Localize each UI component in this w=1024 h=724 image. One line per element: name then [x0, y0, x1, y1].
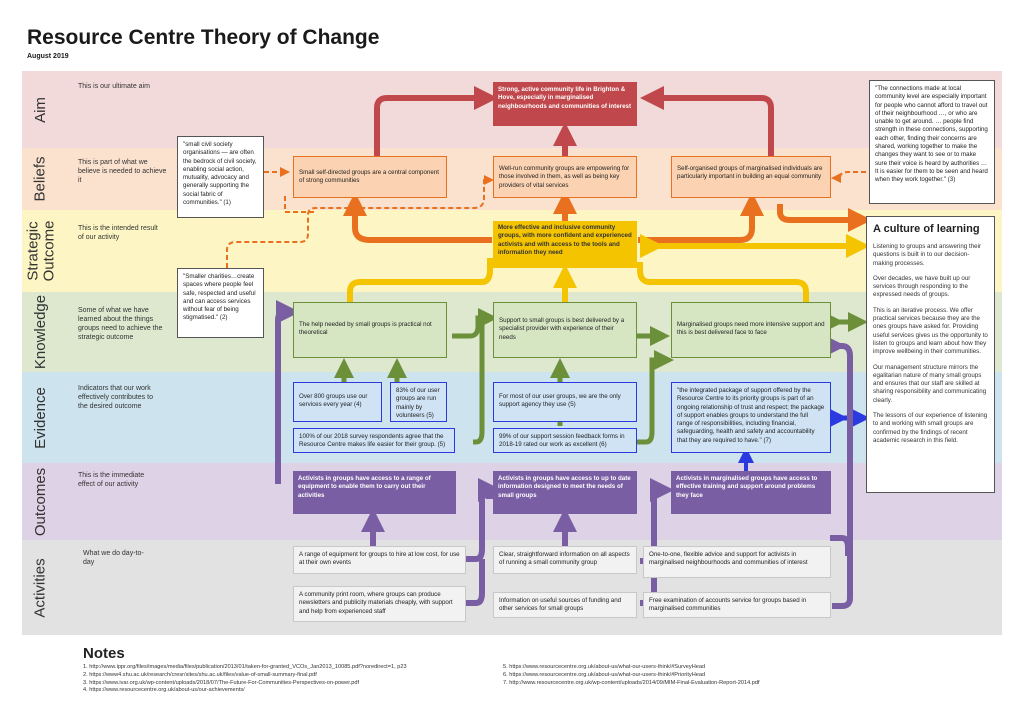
activity-box-equipment-hire: A range of equipment for groups to hire … [293, 546, 466, 574]
culture-paragraph: Over decades, we have built up our servi… [873, 274, 971, 299]
note-item: 5. https://www.resourcecentre.org.uk/abo… [503, 664, 706, 670]
culture-paragraph: Listening to groups and answering their … [873, 243, 982, 267]
knowledge-box-intensive: Marginalised groups need more intensive … [671, 302, 831, 358]
evidence-box-volunteers: 83% of our user groups are run mainly by… [390, 382, 447, 422]
notes-title: Notes [83, 645, 125, 662]
culture-of-learning-box: A culture of learning Listening to group… [866, 216, 995, 493]
knowledge-box-specialist: Support to small groups is best delivere… [493, 302, 637, 358]
activity-box-accounts: Free examination of accounts service for… [643, 592, 831, 618]
belief-box-marginalised: Self-organised groups of marginalised in… [671, 156, 831, 198]
outcome-box-equipment: Activists in groups have access to a ran… [293, 471, 456, 514]
outcome-box-training: Activists in marginalised groups have ac… [671, 471, 831, 514]
strategic-outcome-box: More effective and inclusive community g… [493, 221, 637, 268]
strategic-description: This is the intended result of our activ… [78, 225, 158, 241]
activities-description: What we do day-to-day [83, 550, 144, 566]
evidence-box-feedback: 99% of our support session feedback form… [493, 428, 637, 453]
notes-list-right: 5. https://www.resourcecentre.org.uk/abo… [503, 664, 893, 687]
activity-box-one-to-one: One-to-one, flexible advice and support … [643, 546, 831, 578]
culture-of-learning-title: A culture of learning [873, 223, 980, 235]
outcome-box-information: Activists in groups have access to up to… [493, 471, 637, 514]
evidence-box-integrated-package: "the integrated package of support offer… [671, 382, 831, 453]
belief-box-well-run: Well-run community groups are empowering… [493, 156, 637, 198]
page-date: August 2019 [27, 53, 69, 60]
activity-box-print-room: A community print room, where groups can… [293, 586, 466, 622]
quote-box-civil-society: "small civil society organisations — are… [177, 136, 264, 218]
notes-list-left: 1. http://www.ippr.org/files/images/medi… [83, 664, 493, 695]
activity-box-clear-information: Clear, straightforward information on al… [493, 546, 637, 574]
culture-paragraph: This is an iterative process. We offer p… [873, 306, 988, 356]
note-item: 4. https://www.resourcecentre.org.uk/abo… [83, 687, 245, 694]
note-item: 6. https://www.resourcecentre.org.uk/abo… [503, 671, 706, 678]
quote-box-smaller-charities: "Smaller charities…create spaces where p… [177, 268, 264, 338]
quote-box-local-connections: "The connections made at local community… [869, 80, 995, 204]
beliefs-description: This is part of what we believe is neede… [78, 159, 167, 184]
activity-box-funding-info: Information on useful sources of funding… [493, 592, 637, 618]
knowledge-description: Some of what we have learned about the t… [78, 307, 163, 341]
note-item: 2. https://www4.shu.ac.uk/research/cresr… [83, 671, 317, 678]
aim-box: Strong, active community life in Brighto… [493, 82, 637, 126]
note-item: 3. https://www.ivar.org.uk/wp-content/up… [83, 679, 360, 686]
evidence-box-800-groups: Over 800 groups use our services every y… [293, 382, 382, 422]
aim-description: This is our ultimate aim [78, 83, 150, 90]
evidence-description: Indicators that our work effectively con… [78, 385, 153, 410]
page-title: Resource Centre Theory of Change [27, 26, 380, 49]
knowledge-box-practical: The help needed by small groups is pract… [293, 302, 447, 358]
note-item: 7. http://www.resourcecentre.org.uk/wp-c… [503, 679, 760, 686]
outcomes-description: This is the immediate effect of our acti… [78, 472, 145, 488]
evidence-box-only-agency: For most of our user groups, we are the … [493, 382, 637, 422]
culture-paragraph: Our management structure mirrors the ega… [873, 363, 987, 404]
note-item: 1. http://www.ippr.org/files/images/medi… [83, 664, 407, 670]
culture-paragraph: The lessons of our experience of listeni… [873, 412, 988, 444]
evidence-box-survey: 100% of our 2018 survey respondents agre… [293, 428, 455, 453]
belief-box-small-groups: Small self-directed groups are a central… [293, 156, 447, 198]
